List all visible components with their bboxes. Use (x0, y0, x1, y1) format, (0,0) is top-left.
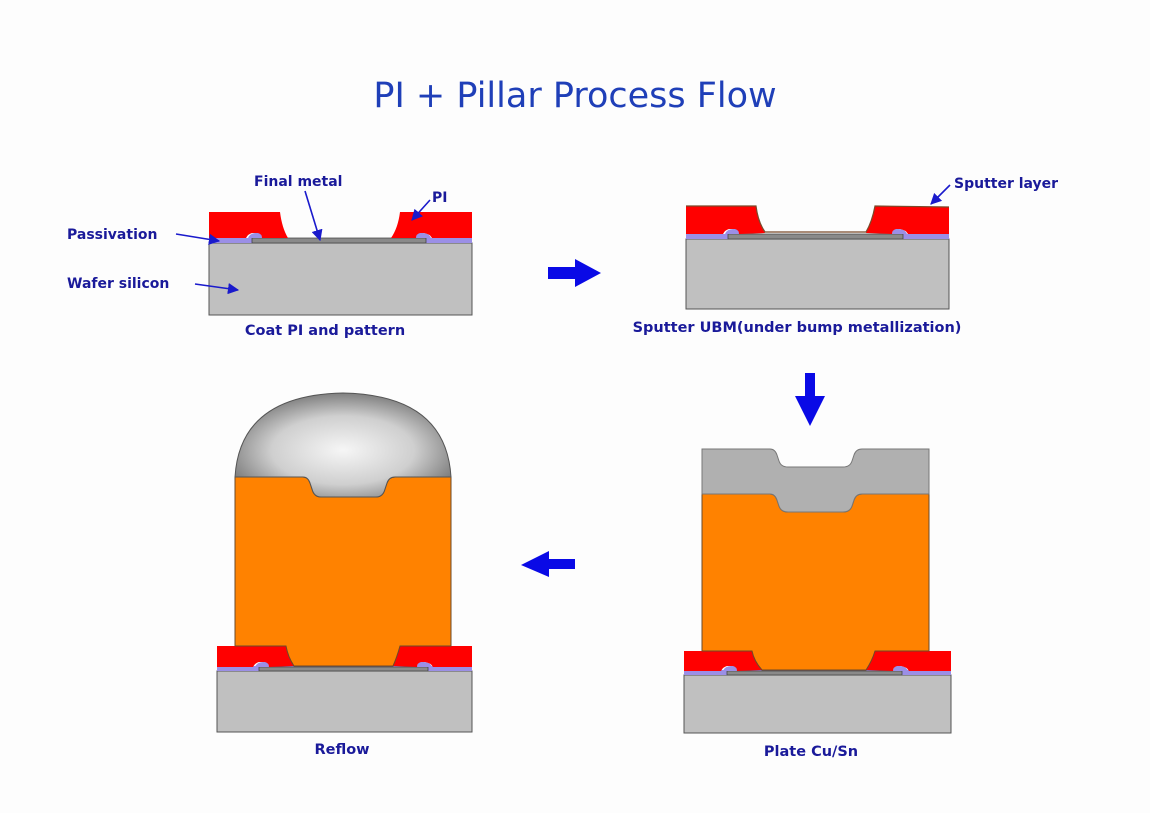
passivation-bump-right (417, 662, 432, 667)
final-metal-pad (727, 233, 904, 240)
pi-layer-left (684, 651, 762, 671)
passivation-bump-left (248, 233, 262, 238)
step-2-cross-section (685, 205, 950, 310)
label-sputter-layer: Sputter layer (954, 176, 1059, 192)
final-metal-pad (258, 666, 429, 672)
step-4-cross-section (216, 392, 473, 733)
pi-pointer (411, 199, 431, 221)
passivation-bump-left (255, 662, 269, 667)
pi-layer-left (686, 206, 765, 234)
passivation-bump-right (892, 229, 907, 234)
final-metal-pad (251, 237, 427, 244)
wafer-silicon-layer (216, 670, 473, 733)
diagram-title: PI + Pillar Process Flow (373, 76, 777, 116)
label-final-metal: Final metal (254, 174, 343, 190)
copper-pillar (234, 476, 452, 667)
final-metal-pointer (304, 190, 323, 242)
pi-layer-right (866, 206, 949, 234)
label-passivation: Passivation (67, 227, 158, 243)
wafer-silicon-layer (683, 674, 952, 734)
wafer-silicon-layer (208, 242, 473, 316)
caption-step-1: Coat PI and pattern (244, 323, 406, 339)
copper-pillar (701, 493, 930, 671)
pi-layer-right (866, 651, 951, 671)
caption-step-4: Reflow (314, 742, 370, 758)
pi-layer-right (393, 646, 472, 667)
sputter-layer-pointer (930, 184, 951, 205)
solder-cap (701, 448, 930, 513)
passivation-bump-right (416, 233, 431, 238)
step-3-cross-section (683, 448, 952, 734)
label-pi: PI (432, 190, 448, 206)
pi-layer-right (391, 212, 472, 238)
step-1-cross-section (208, 212, 473, 316)
passivation-pointer (175, 233, 221, 245)
pi-layer-left (209, 212, 288, 238)
wafer-silicon-pointer (194, 283, 240, 295)
passivation-bump-right (893, 666, 908, 671)
solder-dome (234, 392, 452, 498)
passivation-bump-left (725, 229, 739, 234)
flow-arrow-right (548, 259, 601, 287)
wafer-silicon-layer (685, 238, 950, 310)
label-wafer-silicon: Wafer silicon (67, 276, 170, 292)
flow-arrow-left (521, 551, 575, 577)
final-metal-pad (726, 670, 903, 676)
caption-step-3: Plate Cu/Sn (763, 744, 859, 760)
pi-layer-left (217, 646, 294, 667)
caption-step-2: Sputter UBM(under bump metallization) (632, 320, 962, 336)
flow-arrow-down (795, 373, 825, 426)
passivation-bump-left (723, 666, 737, 671)
sputter-ubm-layer (686, 205, 950, 233)
